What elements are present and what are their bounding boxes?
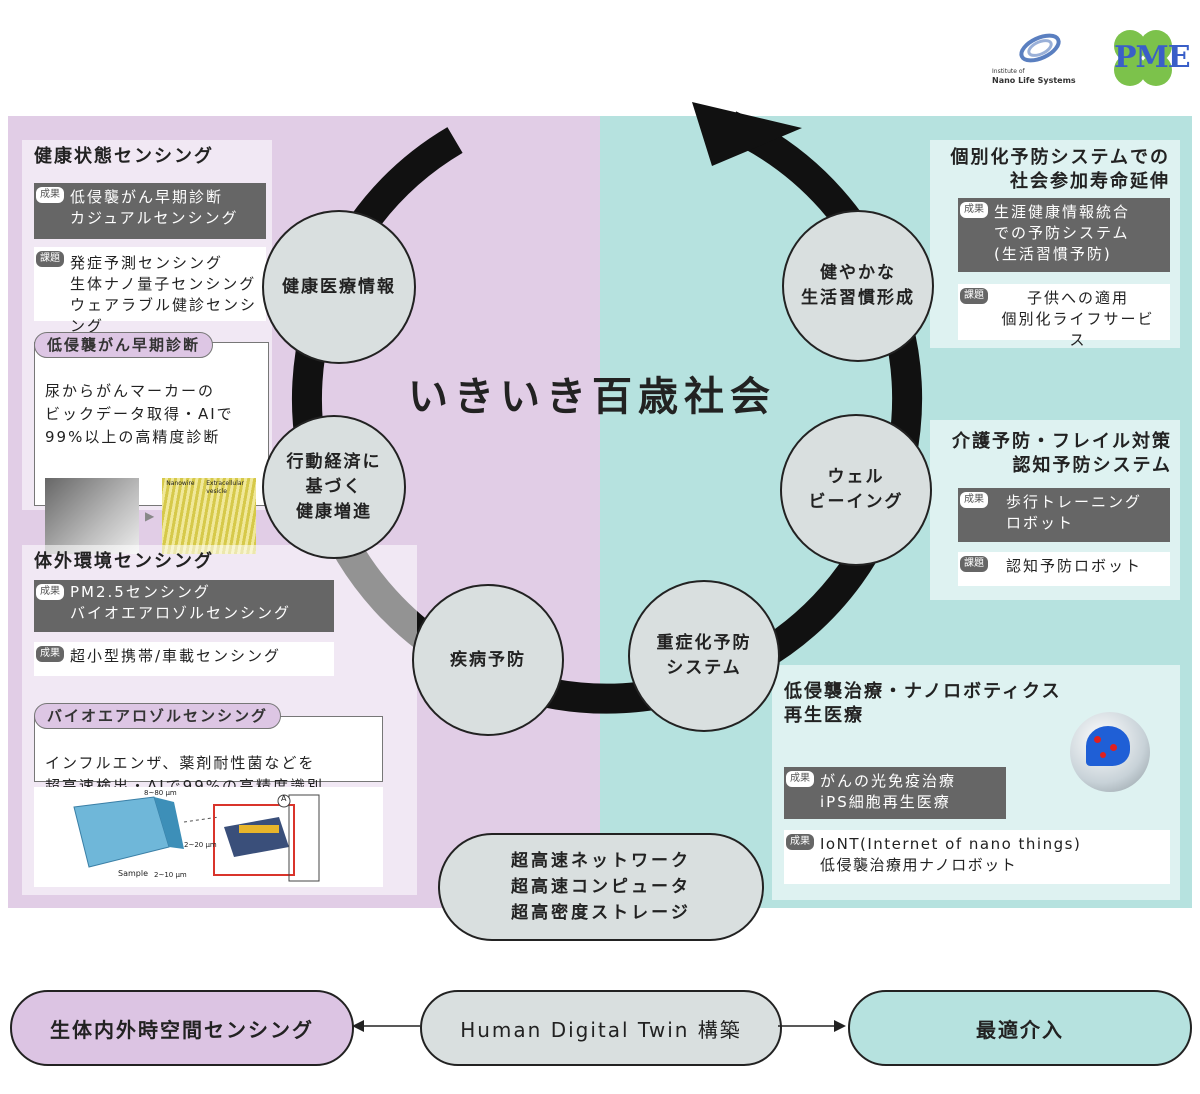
sensing-pill: 生体内外時空間センシング <box>10 990 354 1066</box>
node-health-info: 健康医療情報 <box>262 210 416 364</box>
device-height-label: 2~20 μm <box>184 841 217 849</box>
institute-logo-line2: Nano Life Systems <box>992 76 1076 85</box>
prevention-system-result: 成果 生涯健康情報統合 での予防システム (生活習慣予防) <box>958 198 1170 272</box>
intervention-pill: 最適介入 <box>848 990 1192 1066</box>
center-title: いきいき百歳社会 <box>408 374 776 420</box>
device-sample-label: Sample <box>118 869 148 878</box>
health-sensing-task-text: 発症予測センシング 生体ナノ量子センシング ウェアラブル健診センシング <box>70 254 258 335</box>
node-wellbeing: ウェル ビーイング <box>780 414 932 566</box>
node-disease-prevention: 疾病予防 <box>412 584 564 736</box>
care-prevention-task: 課題 認知予防ロボット <box>958 552 1170 586</box>
microscopy-images: ▶ Nanowire Extracellular vesicle <box>45 478 258 554</box>
result-tag: 成果 <box>960 492 988 508</box>
treatment-result-2: 成果 IoNT(Internet of nano things) 低侵襲治療用ナ… <box>784 830 1170 884</box>
care-prevention-heading: 介護予防・フレイル対策 認知予防システム <box>952 431 1172 476</box>
micro-photo-left <box>45 478 139 554</box>
node-behavior-economics: 行動経済に 基づく 健康増進 <box>262 415 406 559</box>
aerosol-device-diagram <box>73 794 320 882</box>
institute-logo-line1: Institute of <box>992 68 1025 75</box>
infrastructure-box: 超高速ネットワーク 超高速コンピュータ 超高密度ストレージ <box>438 833 764 941</box>
treatment-result-1: 成果 がんの光免疫治療 iPS細胞再生医療 <box>784 767 1006 819</box>
device-length-label: 8~80 μm <box>144 789 177 797</box>
right-arrow-icon: ▶ <box>145 508 157 523</box>
result-tag: 成果 <box>786 771 814 787</box>
right-arrow-icon <box>834 1020 846 1032</box>
prevention-system-task-text: 子供への適用 個別化ライフサービス <box>1001 289 1155 349</box>
node-severe-prevention: 重症化予防 システム <box>628 580 780 732</box>
cancer-detail-box: 尿からがんマーカーの ビックデータ取得・AIで 99%以上の高精度診断 ▶ Na… <box>34 342 269 554</box>
result-tag: 成果 <box>36 584 64 600</box>
micro-label-nanowire: Nanowire <box>166 480 195 487</box>
health-sensing-heading: 健康状態センシング <box>34 146 214 167</box>
care-prevention-result: 成果 歩行トレーニング ロボット <box>958 488 1170 542</box>
nanorobot-core <box>1086 726 1130 766</box>
institute-logo: Institute of Nano Life Systems <box>990 30 1090 90</box>
health-sensing-task: 課題 発症予測センシング 生体ナノ量子センシング ウェアラブル健診センシング <box>34 247 266 335</box>
environment-result-1: 成果 PM2.5センシング バイオエアロゾルセンシング <box>34 580 334 632</box>
cancer-detail-label: 低侵襲がん早期診断 <box>34 332 214 358</box>
institute-logo-mark-icon <box>1019 33 1061 63</box>
health-sensing-result-text: 低侵襲がん早期診断 カジュアルセンシング <box>70 188 239 227</box>
task-tag: 課題 <box>36 251 64 267</box>
micro-photo-right: Nanowire Extracellular vesicle <box>162 478 257 554</box>
result-tag: 成果 <box>786 834 814 850</box>
environment-result-2: 成果 超小型携帯/車載センシング <box>34 642 334 676</box>
prevention-system-heading: 個別化予防システムでの 社会参加寿命延伸 <box>950 147 1170 192</box>
nanorobot-sphere-icon <box>1070 712 1150 792</box>
cycle-arrow-icon <box>692 102 802 166</box>
pme-logo-text: PME <box>1114 40 1191 75</box>
result-tag: 成果 <box>36 646 64 662</box>
aerosol-device-figure: 8~80 μm 2~20 μm 2~10 μm Sample A <box>34 787 383 887</box>
environment-result-1-text: PM2.5センシング バイオエアロゾルセンシング <box>70 583 292 622</box>
treatment-result-1-text: がんの光免疫治療 iPS細胞再生医療 <box>820 772 957 811</box>
treatment-heading: 低侵襲治療・ナノロボティクス 再生医療 <box>784 681 1062 726</box>
clover-logo-icon <box>1114 30 1172 86</box>
care-prevention-task-text: 認知予防ロボット <box>1006 557 1143 575</box>
node-healthy-lifestyle: 健やかな 生活習慣形成 <box>782 210 934 362</box>
left-arrow-icon <box>352 1020 364 1032</box>
device-depth-label: 2~10 μm <box>154 871 187 879</box>
ammeter-icon <box>277 794 291 808</box>
aerosol-detail-label: バイオエアロゾルセンシング <box>34 703 282 729</box>
task-tag: 課題 <box>960 288 988 304</box>
health-sensing-result: 成果 低侵襲がん早期診断 カジュアルセンシング <box>34 183 266 239</box>
prevention-system-result-text: 生涯健康情報統合 での予防システム (生活習慣予防) <box>994 203 1131 263</box>
treatment-result-2-text: IoNT(Internet of nano things) 低侵襲治療用ナノロボ… <box>820 835 1082 874</box>
result-tag: 成果 <box>960 202 988 218</box>
prevention-system-task: 課題 子供への適用 個別化ライフサービス <box>958 284 1170 349</box>
environment-result-2-text: 超小型携帯/車載センシング <box>70 647 282 665</box>
pme-logo: PME <box>1108 26 1191 90</box>
digital-twin-pill: Human Digital Twin 構築 <box>420 990 782 1066</box>
environment-sensing-heading: 体外環境センシング <box>34 551 214 572</box>
device-meter-label: A <box>281 794 287 803</box>
result-tag: 成果 <box>36 187 64 203</box>
task-tag: 課題 <box>960 556 988 572</box>
care-prevention-result-text: 歩行トレーニング ロボット <box>1006 493 1143 532</box>
micro-label-vesicle: Extracellular vesicle <box>206 480 245 495</box>
cancer-detail-text: 尿からがんマーカーの ビックデータ取得・AIで 99%以上の高精度診断 <box>45 382 234 446</box>
